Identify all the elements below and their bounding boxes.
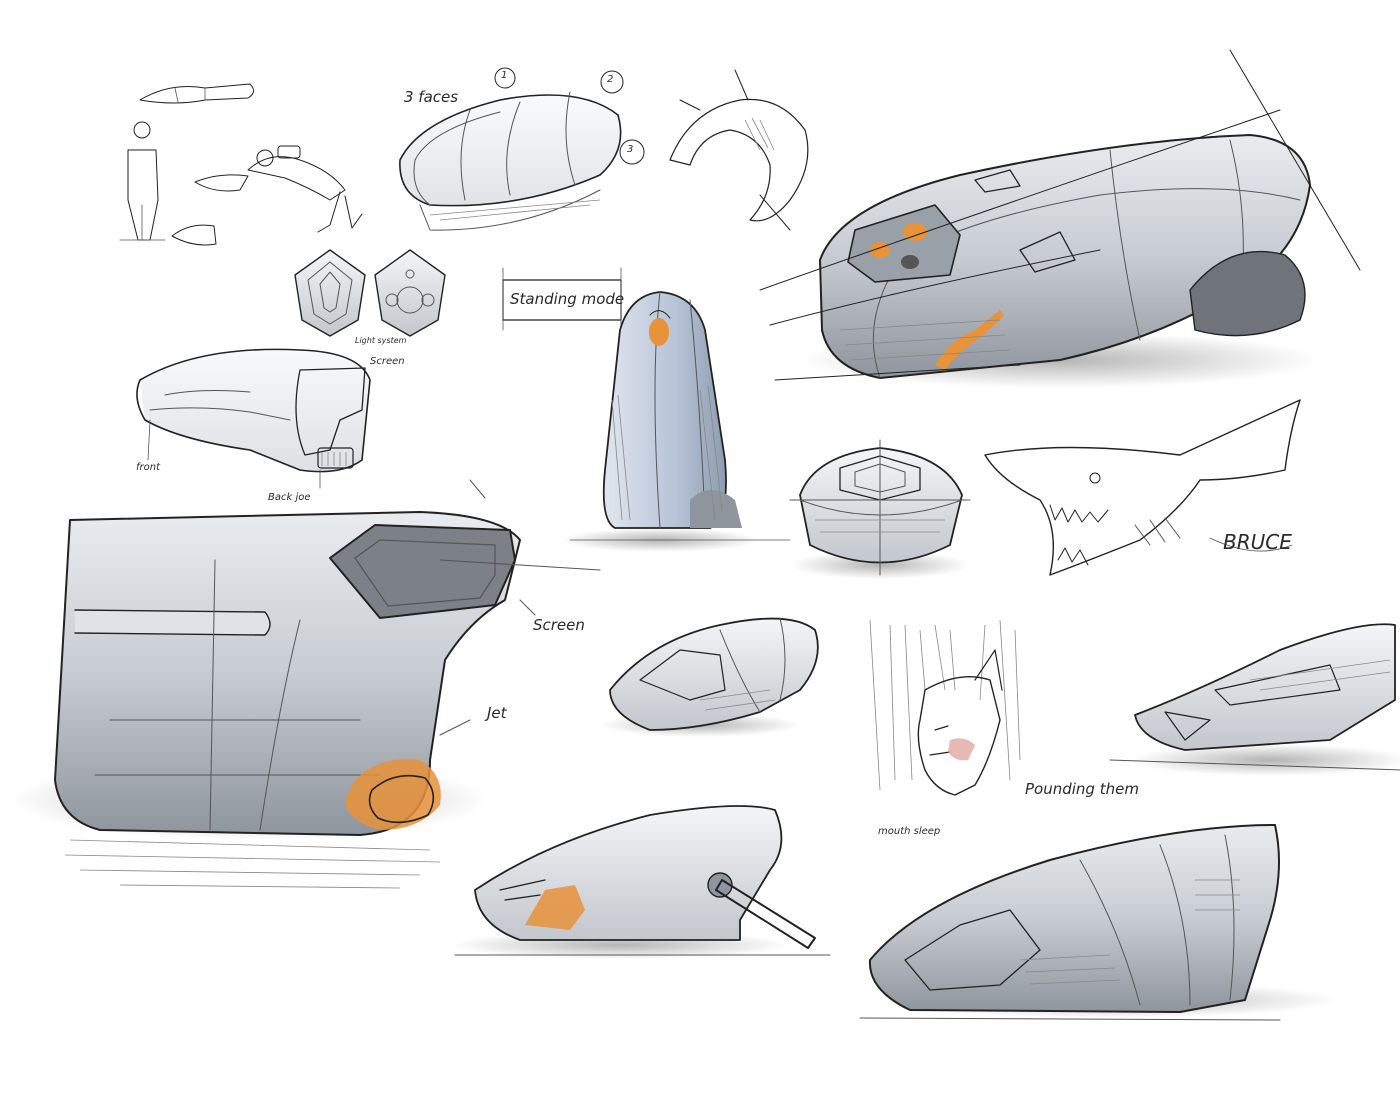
shark-curve-sketch [669,69,809,231]
standing-mode-render [560,291,791,552]
label-three-faces: 3 faces [404,88,459,106]
thumbnail-scooter-top [139,83,254,104]
three-faces-capsule-sketch [399,91,622,231]
label-bruce: BRUCE [1223,530,1292,554]
label-screen-large: Screen [533,616,585,634]
scooter-side-render-right [1109,623,1400,776]
front-view-sketch [136,348,371,489]
light-system-hex-right [374,249,446,337]
standing-mode-label-box [502,267,622,331]
light-system-hex-left [294,249,366,337]
label-standing-mode: Standing mode [510,290,625,308]
diver-with-scooter-sketch [194,145,363,233]
label-face-2: 2 [607,74,614,85]
label-light-system: Light system [355,336,407,345]
label-jet: Jet [487,704,507,722]
label-screen-small: Screen [370,356,405,367]
face-markers [494,67,645,165]
label-mouth-sleep: mouth sleep [878,826,941,837]
scooter-render-large-top [759,49,1361,388]
character-portrait-sketch [869,619,1021,796]
label-back-joe: Back joe [268,492,311,503]
thumbnail-scooter-side [171,224,217,246]
label-face-1: 1 [501,70,508,81]
hex-dome-sketch [789,439,971,579]
label-pounding-them: Pounding them [1025,780,1139,798]
human-figure-sketch [119,121,166,241]
screen-closeup-render [10,479,601,889]
scooter-sketch-mid [600,617,819,737]
shark-head-sketch [984,399,1301,576]
label-face-3: 3 [627,144,634,155]
label-front: front [136,462,161,473]
scooter-side-render-bottom [859,824,1340,1021]
scooter-with-handle-sketch [450,805,831,959]
